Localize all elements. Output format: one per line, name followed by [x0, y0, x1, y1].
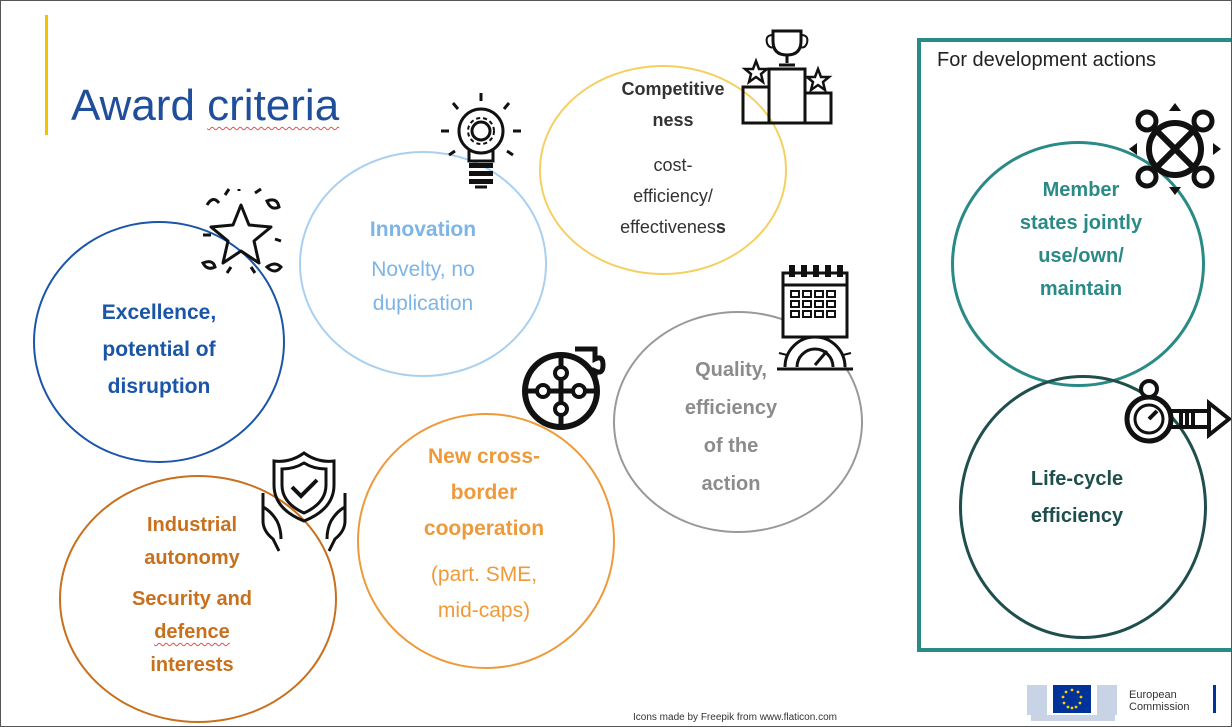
stopwatch-arrow-icon [1124, 379, 1231, 444]
development-actions-panel [917, 38, 1231, 652]
puzzle-icon [522, 346, 606, 430]
cooperation-circle [357, 413, 615, 669]
development-actions-title: For development actions [937, 49, 1157, 71]
shield-hands-icon [261, 451, 347, 552]
ec-wordmark: European Commission [1129, 689, 1190, 713]
excellence-label: Excellence, potential of disruption [101, 301, 217, 398]
cooperation-label: New cross- border cooperation (part. SME… [423, 445, 545, 622]
member-states-label: Member states jointly use/own/ maintain [1019, 179, 1143, 300]
quality-label: Quality, efficiency of the action [684, 359, 778, 495]
slide-title: Award criteria [71, 81, 340, 130]
innovation-label: Innovation Novelty, no duplication [369, 218, 477, 315]
innovation-circle [299, 151, 547, 377]
excellence-circle [33, 221, 285, 463]
lifecycle-circle [959, 375, 1207, 639]
title-accent-bar [45, 15, 48, 135]
lifecycle-label: Life-cycle efficiency [1030, 468, 1124, 527]
competitiveness-label: Competitive ness cost- efficiency/ effec… [620, 79, 726, 237]
lightbulb-gear-icon [441, 93, 521, 189]
autonomy-label: Industrial autonomy Security and defence… [131, 514, 253, 676]
calendar-gauge-icon [777, 265, 853, 371]
quality-circle [613, 311, 863, 533]
icon-credit: Icons made by Freepik from www.flaticon.… [633, 712, 837, 723]
autonomy-circle [59, 475, 337, 723]
competitiveness-circle [539, 65, 787, 275]
ec-building-icon [1027, 685, 1117, 721]
network-nodes-icon [1129, 103, 1221, 195]
ec-logo: European Commission [1023, 675, 1231, 725]
ec-divider [1213, 685, 1216, 713]
trophy-podium-icon [741, 29, 833, 125]
star-burst-icon [200, 187, 283, 274]
